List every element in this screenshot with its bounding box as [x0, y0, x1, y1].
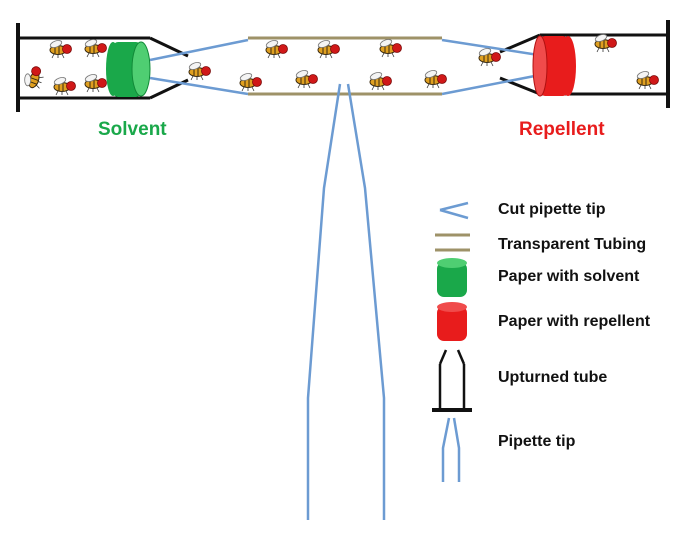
solvent-label: Solvent	[98, 119, 167, 141]
fly	[636, 70, 658, 89]
fly	[317, 39, 339, 58]
fly	[49, 39, 71, 58]
fly	[188, 61, 210, 80]
repellent-label: Repellent	[519, 119, 605, 141]
fly	[21, 64, 46, 91]
right-upturned-tube	[500, 20, 668, 108]
fly	[379, 38, 401, 57]
legend-transparent-tubing-label: Transparent Tubing	[498, 236, 646, 254]
fly	[265, 39, 287, 58]
fly	[295, 69, 317, 88]
legend-cut-pipette-tip-icon	[440, 203, 468, 218]
fly	[84, 38, 106, 57]
legend-solvent-paper-icon	[437, 258, 467, 297]
legend-pipette-tip-icon	[443, 418, 459, 482]
repellent-paper	[533, 36, 576, 96]
central-pipette-tip	[308, 84, 384, 520]
right-cut-pipette-tip	[442, 40, 545, 94]
fly	[53, 76, 75, 95]
legend-tubing-icon	[435, 235, 470, 250]
legend-upturned-tube-label: Upturned tube	[498, 369, 607, 387]
legend-upturned-tube-icon	[432, 350, 472, 410]
fly	[84, 73, 106, 92]
fly	[424, 69, 446, 88]
fly	[239, 72, 261, 91]
fly	[478, 47, 500, 66]
legend-cut-pipette-tip-label: Cut pipette tip	[498, 201, 606, 219]
fly	[369, 71, 391, 90]
legend-pipette-tip-label: Pipette tip	[498, 433, 575, 451]
left-upturned-tube	[18, 23, 188, 112]
legend-repellent-paper-icon	[437, 302, 467, 341]
solvent-paper	[106, 42, 150, 97]
legend-paper-repellent-label: Paper with repellent	[498, 313, 650, 331]
legend-paper-solvent-label: Paper with solvent	[498, 268, 639, 286]
